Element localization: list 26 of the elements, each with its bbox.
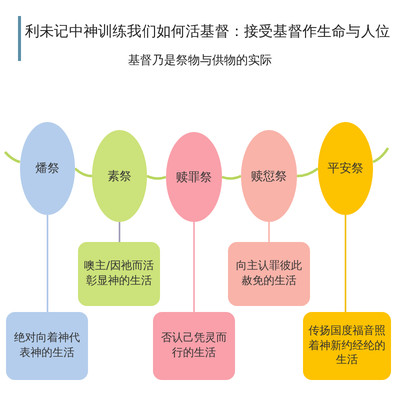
subtitle: 基督乃是祭物与供物的实际 xyxy=(127,52,273,69)
life-description: 绝对向着神代表神的生活 xyxy=(13,331,81,361)
connector-line xyxy=(193,222,195,312)
connector-line xyxy=(46,215,48,312)
connector-line xyxy=(268,222,270,242)
description-box xyxy=(228,242,310,306)
offering-name: 赎愆祭 xyxy=(251,168,287,184)
title: 利未记中神训练我们如何活基督：接受基督作生命与人位 xyxy=(25,23,392,41)
connector-line xyxy=(74,168,92,178)
life-description: 向主认罪彼此赦免的生活 xyxy=(235,259,303,289)
connector-line xyxy=(344,215,346,312)
life-description: 传扬国度福音照着神新约经纶的生活 xyxy=(308,324,386,368)
life-description: 否认己凭灵而行的生活 xyxy=(160,331,228,361)
description-box xyxy=(78,242,160,306)
offering-name: 平安祭 xyxy=(328,160,364,177)
connector-line xyxy=(118,222,120,242)
connector-line xyxy=(146,174,166,180)
life-description: 噢主/因祂而活彰显神的生活 xyxy=(83,259,155,289)
connector-line xyxy=(222,174,242,180)
offering-name: 赎罪祭 xyxy=(176,168,212,186)
description-box xyxy=(153,312,235,380)
description-box xyxy=(303,312,391,380)
connector-line xyxy=(297,167,319,178)
offering-name: 素祭 xyxy=(108,168,132,184)
description-box xyxy=(6,312,88,380)
offering-name: 燔祭 xyxy=(36,160,60,177)
